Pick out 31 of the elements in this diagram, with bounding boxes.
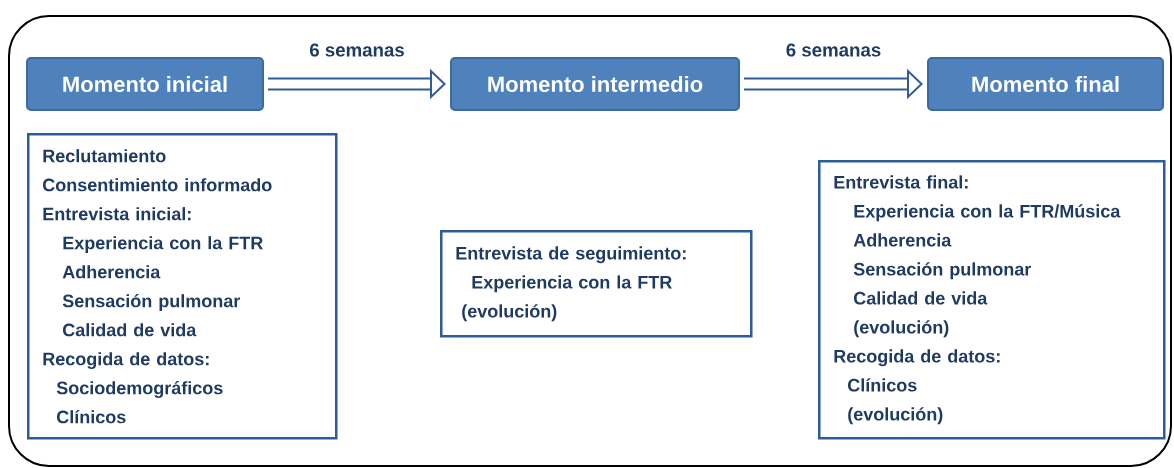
list-item: Sociodemográficos bbox=[56, 381, 223, 398]
list-item: Experiencia con la FTR bbox=[472, 275, 672, 293]
list-item: Recogida de datos: bbox=[43, 352, 209, 369]
list-item: Entrevista inicial: bbox=[43, 207, 191, 221]
info-box bbox=[27, 133, 338, 440]
list-item: Entrevista de seguimiento: bbox=[456, 246, 686, 264]
list-item: Consentimiento informado bbox=[43, 178, 272, 192]
edge-label: 6 semanas bbox=[786, 43, 881, 57]
list-item: Clínicos bbox=[848, 378, 917, 392]
rounded-frame bbox=[8, 15, 1172, 467]
list-item: Sensación pulmonar bbox=[62, 294, 241, 311]
list-item: Entrevista final: bbox=[834, 175, 968, 189]
list-item: Experiencia con la FTR/Música bbox=[854, 204, 1121, 222]
list-item: Calidad de vida bbox=[854, 291, 988, 305]
list-item: Recogida de datos: bbox=[834, 349, 1000, 367]
list-item: Experiencia con la FTR bbox=[63, 236, 263, 253]
info-box bbox=[818, 160, 1166, 440]
edge-label: 6 semanas bbox=[309, 43, 404, 57]
list-item: Adherencia bbox=[62, 265, 161, 279]
list-item: Clínicos bbox=[57, 410, 126, 424]
list-item: Sensación pulmonar bbox=[853, 262, 1032, 280]
list-item: Calidad de vida bbox=[63, 323, 197, 337]
stage-box: Momento intermedio bbox=[450, 57, 740, 111]
list-item: (evolución) bbox=[462, 304, 557, 322]
list-item: (evolución) bbox=[854, 320, 949, 338]
stage-box: Momento final bbox=[927, 57, 1164, 111]
info-box bbox=[440, 230, 753, 338]
stage-box: Momento inicial bbox=[26, 57, 264, 111]
list-item: Reclutamiento bbox=[43, 149, 166, 163]
list-item: (evolución) bbox=[848, 407, 943, 425]
list-item: Adherencia bbox=[853, 233, 952, 247]
